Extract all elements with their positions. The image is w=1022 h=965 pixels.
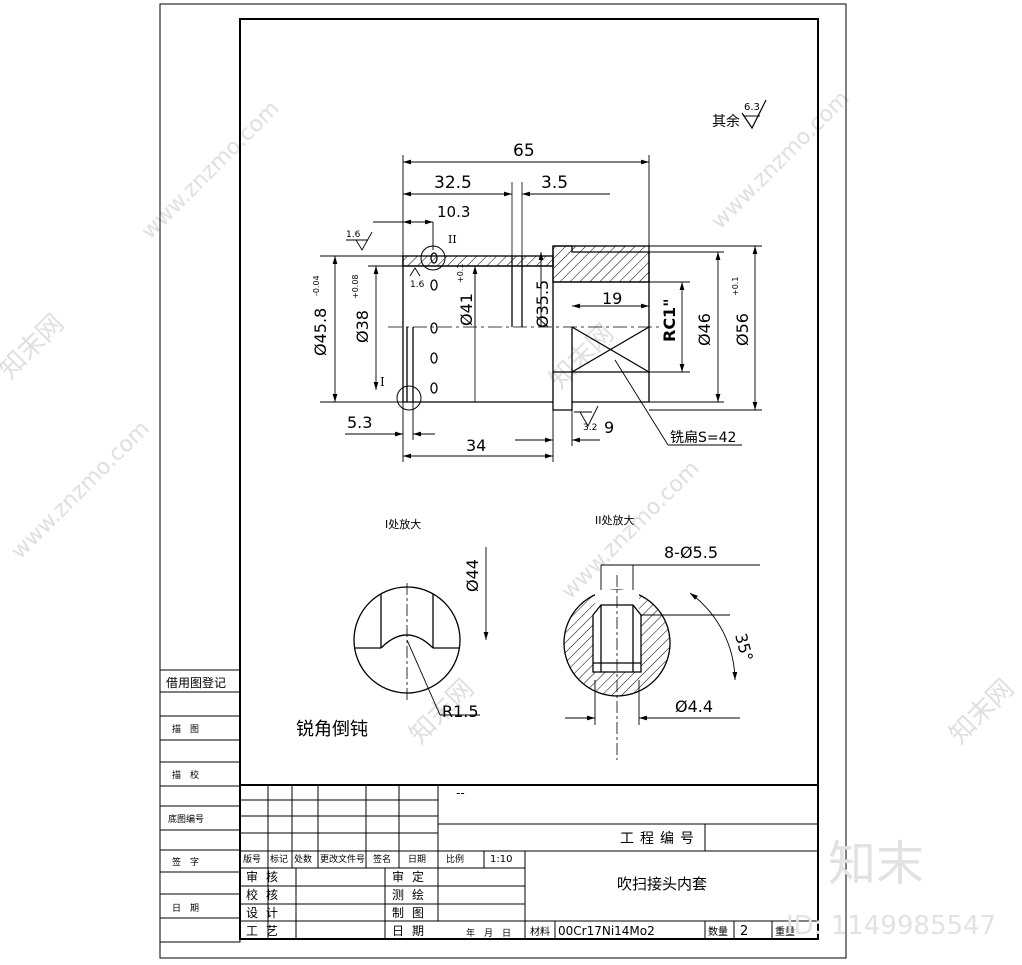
detail-2-title: II处放大	[595, 513, 635, 527]
dim-dia-45-8: Ø45.8	[311, 308, 330, 356]
rev-header: 更改文件号	[320, 853, 365, 865]
dim-wrench: 铣扁S=42	[670, 430, 736, 446]
watermark-brand: 知末网	[0, 309, 70, 385]
roughness-3-2: 3.2	[583, 423, 597, 433]
part-name: 吹扫接头内套	[617, 875, 707, 893]
left-strip	[159, 669, 241, 943]
role-label: 制图	[392, 906, 432, 920]
svg-text:知末: 知末	[828, 836, 924, 892]
dim-thread: RC1"	[660, 298, 679, 342]
project-no-label: 工程编号	[620, 831, 700, 847]
role-label: 工艺	[246, 924, 286, 938]
scale-label: 比例	[446, 853, 464, 865]
dim-dia-38: Ø38	[353, 310, 372, 343]
detail-1-note: 锐角倒钝	[296, 719, 368, 740]
scale-value: 1:10	[490, 854, 512, 865]
inner-frame	[239, 18, 819, 940]
title-dash: --	[456, 786, 465, 800]
dim-32-5: 32.5	[434, 173, 472, 193]
detail-1-view	[353, 547, 489, 716]
roughness-1-6-b: 1.6	[410, 280, 425, 290]
dim-34: 34	[466, 436, 486, 455]
dim-dia-41-tol: +0.1	[456, 264, 465, 283]
role-label: 审定	[392, 869, 432, 884]
rev-header: 日期	[408, 854, 426, 865]
detail-1-title: I处放大	[385, 517, 421, 531]
detail-mark-2: II	[448, 233, 457, 246]
role-label: 测绘	[392, 887, 432, 902]
dimension-lines	[320, 155, 762, 462]
detail-2-holes: 8-Ø5.5	[664, 543, 718, 562]
svg-text:6.3: 6.3	[744, 102, 760, 113]
dim-3-5: 3.5	[541, 173, 568, 193]
dim-10-3: 10.3	[437, 203, 470, 221]
dim-dia-41: Ø41	[457, 293, 476, 326]
detail-2-dia-4-4: Ø4.4	[675, 697, 713, 716]
strip-row-label: 底图编号	[168, 813, 204, 825]
role-label: 设计	[246, 906, 286, 920]
detail-2-angle: 35°	[731, 631, 757, 663]
rev-header: 处数	[294, 853, 312, 865]
strip-row-label: 描 校	[172, 769, 199, 781]
dim-5-3: 5.3	[347, 413, 372, 432]
watermark-site: www.znzmo.com	[707, 86, 855, 234]
dim-dia-56-tol: +0.1	[731, 277, 740, 296]
date-label: 年 月 日	[466, 927, 511, 939]
dim-dia-45-8-tol: -0.04	[312, 275, 321, 296]
watermark-brand: 知末网	[944, 674, 1020, 750]
role-label: 审核	[246, 869, 286, 884]
rev-header: 版号	[243, 853, 261, 865]
roughness-1-6-a: 1.6	[346, 230, 361, 240]
strip-row-label: 签 字	[172, 856, 199, 868]
dim-dia-38-tol: +0.08	[351, 274, 360, 299]
svg-text:ID: 1149985547: ID: 1149985547	[786, 911, 996, 941]
dim-dia-56: Ø56	[733, 313, 752, 346]
role-label: 校核	[246, 887, 286, 902]
watermark-site: www.znzmo.com	[7, 416, 155, 564]
svg-text:其余: 其余	[712, 113, 740, 130]
weight-label: 重量	[775, 925, 795, 938]
dim-65: 65	[513, 141, 535, 161]
material-value: 00Cr17Ni14Mo2	[558, 924, 655, 938]
role-label: 日期	[392, 924, 432, 938]
strip-row-label: 日 期	[172, 903, 199, 914]
watermark-site: www.znzmo.com	[137, 96, 285, 244]
material-label: 材料	[530, 925, 550, 938]
watermark-layer: www.znzmo.com www.znzmo.com www.znzmo.co…	[0, 86, 1020, 750]
rev-header: 签名	[373, 853, 391, 865]
detail-2-view	[563, 564, 760, 760]
dim-dia-46: Ø46	[695, 313, 714, 346]
brand-watermark: 知末 ID: 1149985547	[786, 836, 996, 941]
strip-row-label: 描 图	[172, 723, 199, 735]
strip-title: 借用图登记	[166, 675, 226, 690]
detail-1-dia-44: Ø44	[463, 559, 482, 592]
dim-19: 19	[602, 289, 622, 308]
qty-value: 2	[740, 924, 748, 939]
dim-dia-35-5: Ø35.5	[533, 280, 552, 328]
detail-mark-1: I	[380, 375, 385, 389]
watermark-brand: 知末网	[544, 319, 620, 395]
outer-border	[159, 3, 847, 959]
watermark-site: www.znzmo.com	[557, 456, 705, 604]
detail-1-radius: R1.5	[442, 702, 479, 721]
rev-header: 标记	[270, 853, 288, 865]
qty-label: 数量	[708, 925, 728, 938]
title-block-grid	[240, 784, 818, 940]
dim-9: 9	[604, 418, 614, 437]
roughness-note: 其余 6.3	[712, 99, 767, 130]
